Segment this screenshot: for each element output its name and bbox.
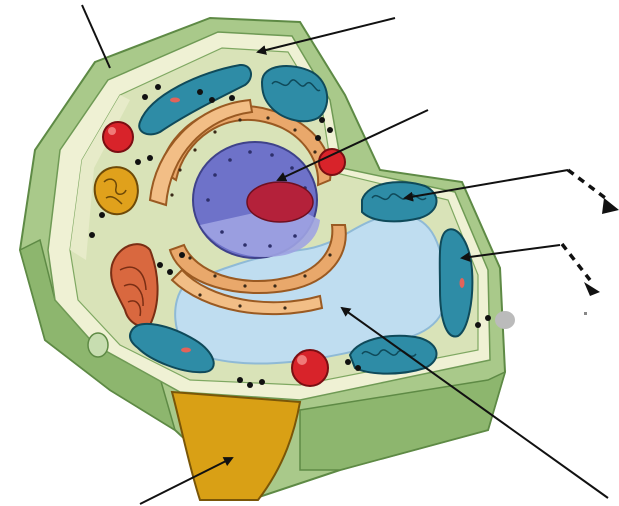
plastid-red-left (103, 122, 133, 152)
pointer-dashed-lower (562, 244, 590, 280)
dashed-lower-arrowhead (584, 282, 600, 296)
plastid-red-center (319, 149, 345, 175)
chloroplast-right-edge (440, 229, 473, 336)
plastid-red-bottom (292, 350, 328, 386)
small-gray-dot (584, 312, 587, 315)
pointer-dashed-upper (568, 170, 608, 200)
nucleolus (247, 182, 313, 222)
pointer-cell-wall (82, 5, 110, 68)
dashed-upper-arrowhead (602, 198, 619, 214)
plasmodesma (88, 333, 108, 357)
mitochondrion (95, 167, 138, 214)
gray-marker (495, 311, 515, 329)
chloroplast-mid-right (362, 182, 436, 221)
